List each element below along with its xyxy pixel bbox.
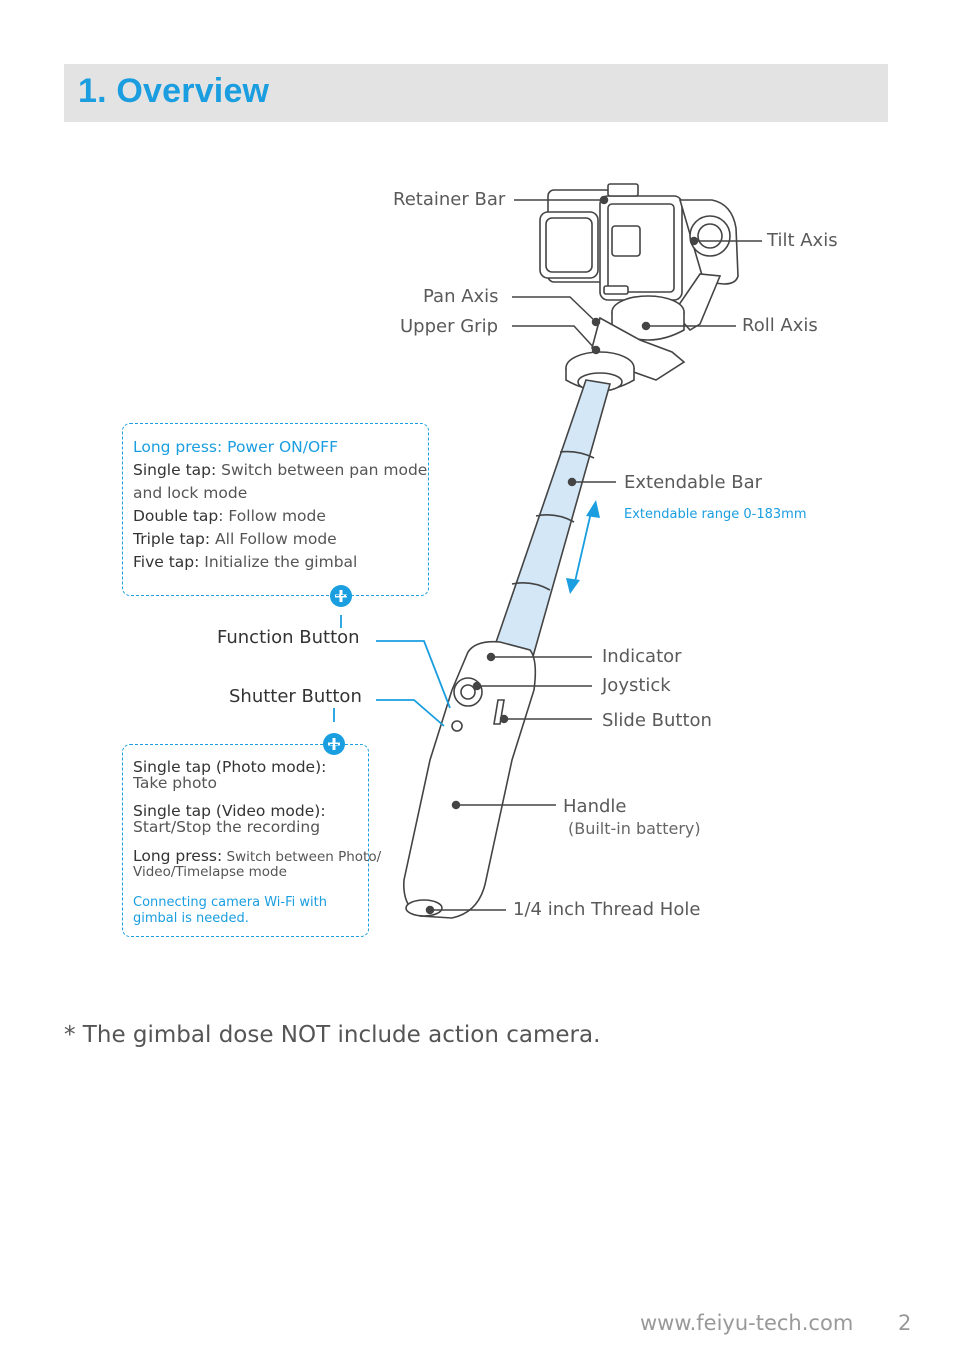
label-extendable-range: Extendable range 0-183mm <box>624 507 807 522</box>
shutter-photo-val: Take photo <box>133 774 217 792</box>
label-function-button: Function Button <box>217 627 360 648</box>
label-retainer-bar: Retainer Bar <box>393 189 506 210</box>
extendable-bar <box>490 379 612 661</box>
tilt-motor <box>672 199 739 332</box>
shutter-long-press-cont: Video/Timelapse mode <box>133 864 287 880</box>
shutter-video-val: Start/Stop the recording <box>133 818 321 836</box>
footnote: * The gimbal dose NOT include action cam… <box>64 1022 601 1048</box>
function-single-tap: Single tap: Switch between pan mode <box>133 461 428 479</box>
shutter-button-info-box: Single tap (Photo mode): Take photo Sing… <box>122 744 381 937</box>
function-double-tap: Double tap: Follow mode <box>133 507 326 525</box>
leader-lines <box>425 195 762 915</box>
label-upper-grip: Upper Grip <box>400 316 498 337</box>
label-handle: Handle <box>563 796 627 817</box>
plus-icons <box>328 590 347 750</box>
page-title: 1. Overview <box>78 72 270 110</box>
function-triple-tap: Triple tap: All Follow mode <box>133 530 337 548</box>
page-number: 2 <box>898 1311 912 1335</box>
function-long-press: Long press: Power ON/OFF <box>133 438 338 456</box>
label-thread-hole: 1/4 inch Thread Hole <box>513 899 701 920</box>
label-indicator: Indicator <box>602 646 682 667</box>
roll-pan-motor <box>565 295 686 392</box>
function-single-tap-cont: and lock mode <box>133 484 248 502</box>
shutter-photo-key: Single tap (Photo mode): <box>133 758 327 776</box>
handle-body <box>403 640 537 919</box>
shutter-long-press: Long press: Switch between Photo/ <box>133 847 382 865</box>
label-joystick: Joystick <box>602 675 671 696</box>
footer-url: www.feiyu-tech.com <box>640 1311 854 1335</box>
label-roll-axis: Roll Axis <box>742 315 818 336</box>
shutter-wifi-note: Connecting camera Wi-Fi with gimbal is n… <box>133 895 327 927</box>
label-extendable-bar: Extendable Bar <box>624 472 763 493</box>
label-shutter-button: Shutter Button <box>229 686 362 707</box>
camera-illustration <box>539 183 683 301</box>
label-pan-axis: Pan Axis <box>423 286 499 307</box>
label-tilt-axis: Tilt Axis <box>767 230 838 251</box>
label-handle-sub: (Built-in battery) <box>568 819 701 838</box>
section-header: 1. Overview <box>64 64 888 122</box>
function-five-tap: Five tap: Initialize the gimbal <box>133 553 358 571</box>
shutter-video-key: Single tap (Video mode): <box>133 802 326 820</box>
label-slide-button: Slide Button <box>602 710 712 731</box>
function-button-info-box: Long press: Power ON/OFF Single tap: Swi… <box>122 423 429 596</box>
blue-callouts <box>333 507 593 727</box>
